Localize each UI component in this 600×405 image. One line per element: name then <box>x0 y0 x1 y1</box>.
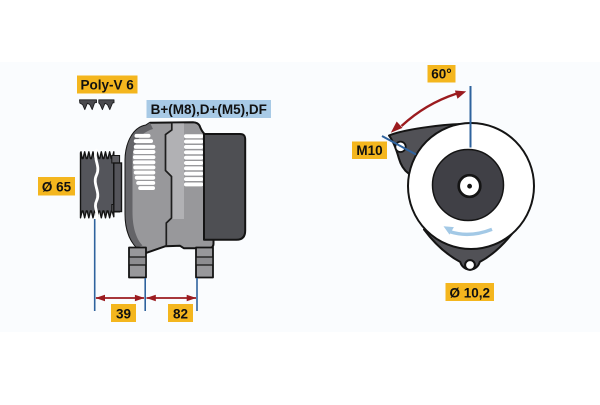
svg-text:39: 39 <box>116 306 131 321</box>
svg-text:60°: 60° <box>431 67 451 82</box>
svg-text:Poly-V 6: Poly-V 6 <box>81 77 135 92</box>
svg-text:M10: M10 <box>356 143 382 158</box>
svg-text:Ø 10,2: Ø 10,2 <box>450 285 491 300</box>
svg-text:82: 82 <box>173 306 188 321</box>
svg-text:B+(M8),D+(M5),DF: B+(M8),D+(M5),DF <box>151 102 267 117</box>
svg-text:Ø 65: Ø 65 <box>42 179 72 194</box>
